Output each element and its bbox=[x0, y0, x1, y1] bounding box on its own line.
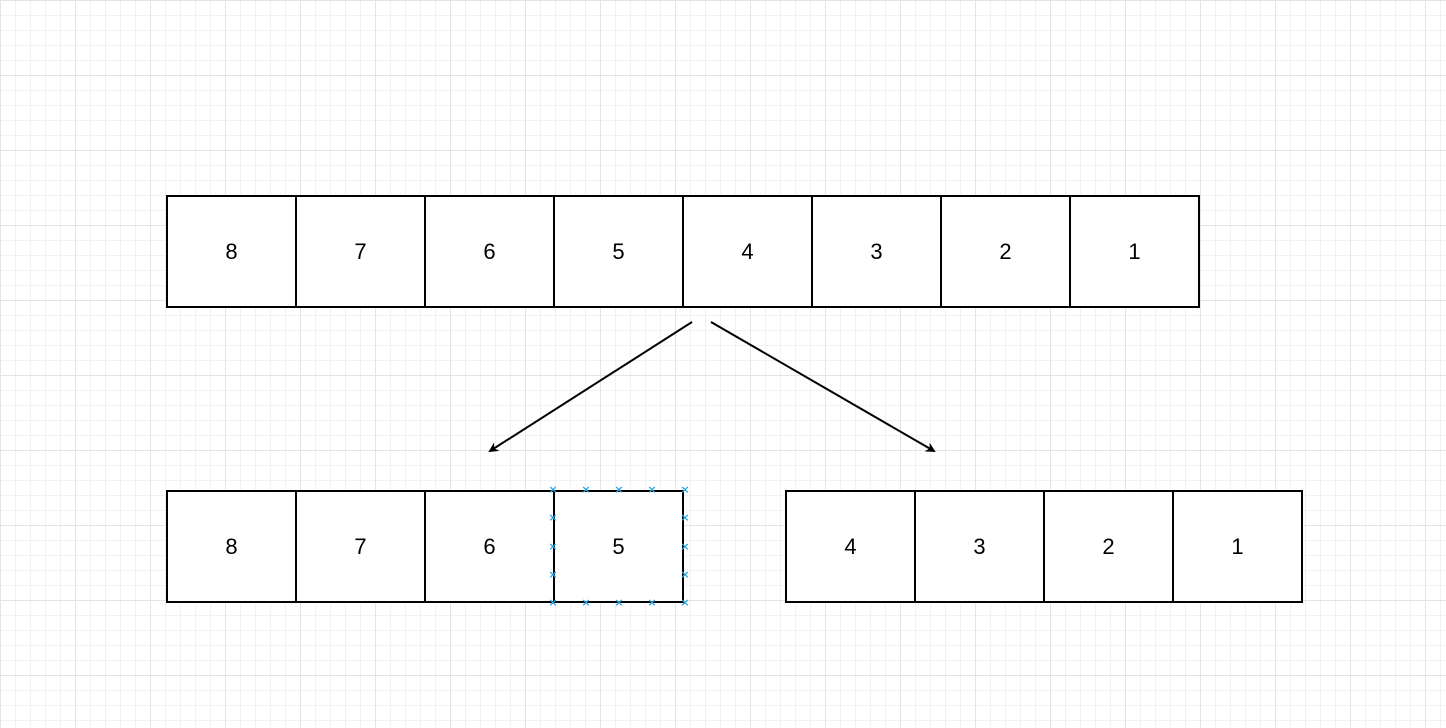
resize-handle[interactable]: × bbox=[548, 596, 558, 609]
resize-handle[interactable]: × bbox=[581, 483, 591, 496]
resize-handle[interactable]: × bbox=[680, 511, 690, 524]
resize-handle[interactable]: × bbox=[548, 483, 558, 496]
array-cell[interactable]: 2 bbox=[1043, 490, 1174, 603]
resize-handle[interactable]: × bbox=[680, 568, 690, 581]
array-cell[interactable]: 7 bbox=[295, 195, 426, 308]
array-cell[interactable]: 4 bbox=[785, 490, 916, 603]
left-split-arrow bbox=[488, 321, 693, 453]
right-split-arrow bbox=[710, 321, 936, 453]
right-subarray: 4 3 2 1 bbox=[785, 490, 1303, 603]
array-cell[interactable]: 3 bbox=[811, 195, 942, 308]
top-array: 8 7 6 5 4 3 2 1 bbox=[166, 195, 1200, 308]
array-cell[interactable]: 4 bbox=[682, 195, 813, 308]
array-cell[interactable]: 6 bbox=[424, 195, 555, 308]
array-cell[interactable]: 1 bbox=[1172, 490, 1303, 603]
array-cell[interactable]: 6 bbox=[424, 490, 555, 603]
resize-handle[interactable]: × bbox=[548, 568, 558, 581]
resize-handle[interactable]: × bbox=[614, 483, 624, 496]
resize-handle[interactable]: × bbox=[581, 596, 591, 609]
array-cell[interactable]: 8 bbox=[166, 490, 297, 603]
resize-handle[interactable]: × bbox=[548, 511, 558, 524]
array-cell[interactable]: 3 bbox=[914, 490, 1045, 603]
resize-handle[interactable]: × bbox=[680, 596, 690, 609]
resize-handle[interactable]: × bbox=[548, 540, 558, 553]
selected-array-cell[interactable]: 5 × × × × × × × × × × × × × × × × bbox=[548, 484, 689, 608]
array-cell[interactable]: 7 bbox=[295, 490, 426, 603]
cell-label: 5 bbox=[612, 533, 625, 559]
array-cell[interactable]: 2 bbox=[940, 195, 1071, 308]
array-cell[interactable]: 5 bbox=[553, 195, 684, 308]
array-cell[interactable]: 8 bbox=[166, 195, 297, 308]
resize-handle[interactable]: × bbox=[680, 483, 690, 496]
resize-handle[interactable]: × bbox=[647, 483, 657, 496]
resize-handle[interactable]: × bbox=[614, 596, 624, 609]
array-cell[interactable]: 1 bbox=[1069, 195, 1200, 308]
resize-handle[interactable]: × bbox=[680, 540, 690, 553]
resize-handle[interactable]: × bbox=[647, 596, 657, 609]
left-subarray: 8 7 6 5 × × × × × × × × × × × × × × × × bbox=[166, 484, 690, 608]
